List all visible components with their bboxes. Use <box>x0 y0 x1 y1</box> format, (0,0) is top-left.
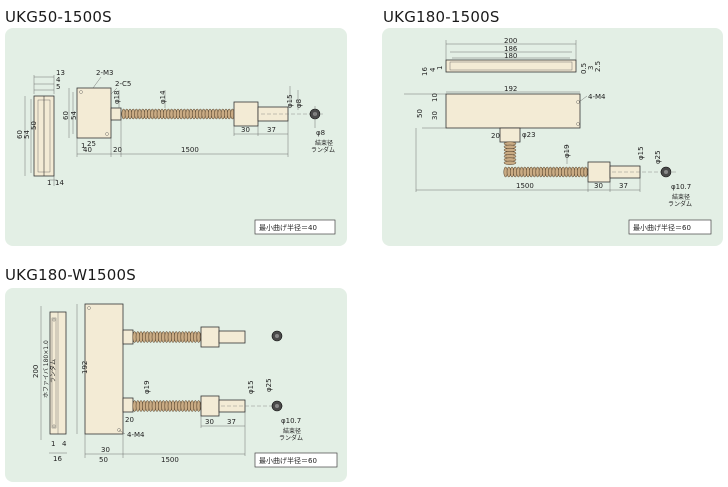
label-m4: 4-M4 <box>127 431 145 439</box>
label-m4: 4-M4 <box>588 93 606 101</box>
panel-ukg50: 13 4 5 1 14 60 54 50 60 54 2-M3 2-C5 φ18… <box>5 28 347 246</box>
dim-25: 2.5 <box>594 61 602 72</box>
dim-25: 25 <box>87 140 96 148</box>
dim-phi25: φ25 <box>265 378 273 392</box>
dim-phi107: φ10.7 <box>671 183 691 191</box>
dim-40: 40 <box>83 146 92 154</box>
dim-1: 1 <box>51 440 55 448</box>
bend-radius-ukg180w: 最小曲げ半径＝60 <box>259 456 317 465</box>
flex-tube-ukg180 <box>503 166 591 178</box>
dim-30b: 30 <box>594 182 603 190</box>
note-random2: ランダム <box>279 434 303 442</box>
dim-20: 20 <box>125 416 134 424</box>
flex-tube-upper <box>132 331 204 343</box>
dim-20: 20 <box>113 146 122 154</box>
dim-54b: 54 <box>70 111 78 120</box>
dim-phi25: φ25 <box>654 150 662 164</box>
label-m3: 2-M3 <box>96 69 113 77</box>
dim-192: 192 <box>81 361 89 374</box>
dim-200: 200 <box>504 37 517 45</box>
flex-tube-vertical-ukg180 <box>503 141 517 165</box>
dim-20: 20 <box>491 132 500 140</box>
bend-radius-ukg50: 最小曲げ半径＝40 <box>259 223 317 232</box>
dim-1500: 1500 <box>516 182 534 190</box>
drawing-ukg180w: 200 ホファイバ 180×1.0 ランダム 1 4 16 192 φ19 φ1… <box>32 303 338 468</box>
panel-ukg180: 200 186 180 16 4 1 0.5 3 2.5 192 50 30 1… <box>382 28 723 246</box>
bend-radius-box-ukg50 <box>254 219 336 235</box>
dim-4: 4 <box>62 440 67 448</box>
note-random2: ランダム <box>668 200 692 208</box>
dim-200: 200 <box>32 365 40 378</box>
dim-14: 14 <box>55 179 64 187</box>
dim-30: 30 <box>431 111 439 120</box>
drawing-ukg180: 200 186 180 16 4 1 0.5 3 2.5 192 50 30 1… <box>404 37 712 235</box>
dim-30: 30 <box>205 418 214 426</box>
dim-37: 37 <box>619 182 628 190</box>
dim-phi8: φ8 <box>316 129 325 137</box>
bend-radius-ukg180: 最小曲げ半径＝60 <box>633 223 691 232</box>
dim-10: 10 <box>431 93 439 102</box>
head-top-view <box>445 40 577 73</box>
dim-phi14: φ14 <box>159 90 167 104</box>
dim-180: 180 <box>504 52 517 60</box>
heading-ukg180: UKG180-1500S <box>383 8 500 26</box>
dim-192: 192 <box>504 85 517 93</box>
heading-ukg50: UKG50-1500S <box>5 8 112 26</box>
vert-note2: ランダム <box>49 359 57 383</box>
head-front-view <box>68 87 112 139</box>
head-side-view <box>40 306 67 440</box>
dim-4: 4 <box>56 76 61 84</box>
dim-05: 0.5 <box>580 63 588 74</box>
dim-4: 4 <box>429 67 437 72</box>
dim-5: 5 <box>56 83 60 91</box>
dim-1: 1 <box>47 179 51 187</box>
dim-37: 37 <box>227 418 236 426</box>
dim-phi107: φ10.7 <box>281 417 301 425</box>
dim-phi15: φ15 <box>247 380 255 394</box>
dim-1500: 1500 <box>181 146 199 154</box>
dim-1: 1 <box>436 66 444 70</box>
dim-phi15: φ15 <box>637 146 645 160</box>
dim-54: 54 <box>23 130 31 139</box>
dim-37: 37 <box>267 126 276 134</box>
vert-note1: ホファイバ 180×1.0 <box>43 340 50 398</box>
dim-1b: 1 <box>81 142 85 150</box>
head-front-view <box>76 303 124 435</box>
dim-60b: 60 <box>62 111 70 120</box>
dim-186: 186 <box>504 45 518 53</box>
flex-tube-lower <box>132 400 204 412</box>
dim-50: 50 <box>30 121 38 130</box>
note-random1: 結束径 <box>315 139 333 147</box>
dim-phi8a: φ8 <box>295 99 303 108</box>
note-random1: 結束径 <box>283 427 301 435</box>
head-side-view <box>33 75 57 186</box>
dim-50: 50 <box>416 109 424 118</box>
tube-coil <box>503 160 517 165</box>
dim-3: 3 <box>587 66 595 70</box>
flex-tube-ukg50 <box>121 108 238 120</box>
dim-phi19: φ19 <box>143 380 151 394</box>
dim-phi23: φ23 <box>522 131 536 139</box>
dim-phi18: φ18 <box>113 90 121 104</box>
dim-1500: 1500 <box>161 456 179 464</box>
head-front-view <box>404 93 581 129</box>
heading-ukg180w: UKG180-W1500S <box>5 266 137 284</box>
bend-radius-box-ukg180 <box>628 219 712 235</box>
bend-radius-box-ukg180w <box>254 452 338 468</box>
note-random1: 結束径 <box>672 193 690 201</box>
dim-13: 13 <box>56 69 65 77</box>
note-random2: ランダム <box>311 146 335 154</box>
dim-30: 30 <box>241 126 250 134</box>
dim-30b: 30 <box>101 446 110 454</box>
dim-60: 60 <box>16 130 24 139</box>
panel-ukg180w: 200 ホファイバ 180×1.0 ランダム 1 4 16 192 φ19 φ1… <box>5 288 347 482</box>
label-c5: 2-C5 <box>115 80 131 88</box>
dim-16: 16 <box>421 67 429 76</box>
dim-50: 50 <box>99 456 108 464</box>
drawing-ukg50: 13 4 5 1 14 60 54 50 60 54 2-M3 2-C5 φ18… <box>16 69 336 235</box>
dim-16: 16 <box>53 455 62 463</box>
